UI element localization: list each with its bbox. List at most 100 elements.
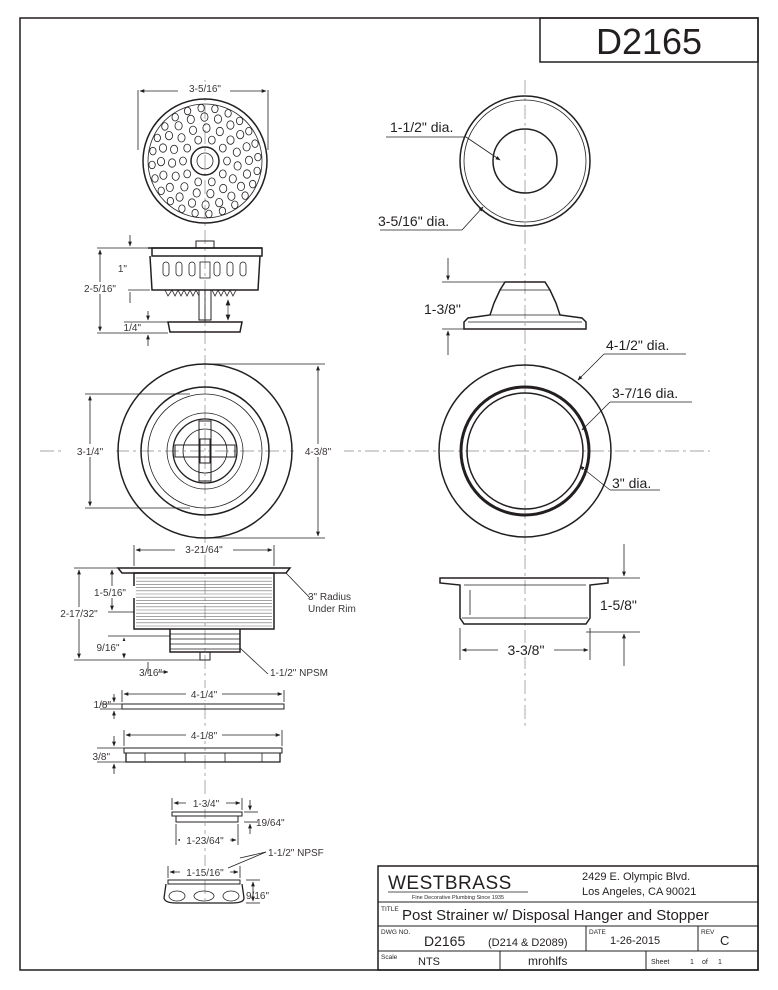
dim-flange: 3-1/4" 4-3/8" <box>62 363 344 539</box>
label-radius-note-2: Under Rim <box>308 604 356 615</box>
strainer-hole <box>206 189 215 199</box>
strainer-body-side-view <box>116 567 292 661</box>
disposal-flange-top-view: 4-1/2" dia. 3-7/16 dia. 3" dia. <box>438 337 692 538</box>
strainer-hole <box>197 103 205 113</box>
strainer-hole <box>202 123 211 133</box>
address-line-2: Los Angeles, CA 90021 <box>582 886 696 898</box>
drawing-title: Post Strainer w/ Disposal Hanger and Sto… <box>402 907 709 924</box>
scale-value: NTS <box>418 956 440 968</box>
header-box: D2165 <box>539 17 759 63</box>
basket-side-view <box>148 240 263 333</box>
strainer-hole <box>218 206 226 216</box>
label-flange-od: 4-3/8" <box>305 447 332 458</box>
strainer-hole <box>233 161 242 171</box>
strainer-hole <box>215 126 224 137</box>
label-nut-width: 1-3/4" <box>193 799 220 810</box>
strainer-hole <box>192 188 201 198</box>
body-threads <box>136 577 272 627</box>
label-stopper-gap: 1/4" <box>124 323 142 334</box>
drawn-by: mrohlfs <box>528 954 567 968</box>
title-label: TITLE <box>381 906 399 913</box>
npsm-threads <box>170 633 240 650</box>
strainer-hole <box>245 126 253 136</box>
strainer-hole <box>241 191 249 200</box>
stopper-side-view: 1-3/8" <box>424 258 587 355</box>
label-nut-thread-spec: 1-1/2" NPSF <box>268 848 324 859</box>
title-block: WESTBRASS Fine Decorative Plumbing Since… <box>377 865 759 971</box>
strainer-hole <box>208 177 216 187</box>
strainer-hole <box>175 192 184 202</box>
strainer-hole <box>253 166 261 176</box>
dim-basket: 1" 2-5/16" 1/4" <box>72 235 168 346</box>
label-washer-width: 4-1/8" <box>191 731 218 742</box>
strainer-hole <box>164 131 173 141</box>
strainer-hole <box>183 143 192 153</box>
center-lines <box>40 80 710 900</box>
strainer-hole <box>201 200 210 210</box>
rev-value: C <box>720 933 729 948</box>
label-lock-nut-width: 1-15/16" <box>186 868 224 879</box>
strainer-hole <box>165 182 174 192</box>
label-stopper-outer-dia: 3-5/16" dia. <box>378 213 449 229</box>
strainer-hole <box>180 182 189 192</box>
strainer-hole <box>228 174 237 184</box>
strainer-hole <box>205 209 213 219</box>
strainer-hole <box>219 183 228 194</box>
label-body-total-height: 2-17/32" <box>60 609 98 620</box>
strainer-hole <box>200 112 209 122</box>
strainer-hole <box>186 114 195 125</box>
address-line-1: 2429 E. Olympic Blvd. <box>582 871 690 883</box>
label-radius-note-1: 3" Radius <box>308 592 351 603</box>
strainer-hole <box>168 158 177 168</box>
label-body-lower-height: 9/16" <box>96 643 119 654</box>
label-strainer-top-width: 3-5/16" <box>189 84 221 95</box>
scale-label: Scale <box>381 954 398 961</box>
strainer-hole <box>178 204 186 213</box>
sheet-total: 1 <box>718 959 722 966</box>
strainer-hole <box>242 169 251 179</box>
strainer-hole <box>191 208 199 218</box>
strainer-hole <box>194 135 203 145</box>
strainer-hole <box>171 171 180 181</box>
dim-strainer-top-width: 3-5/16" <box>137 82 269 150</box>
lock-nut-side-view: 1-15/16" 1-1/2" NPSF 9/16" <box>163 848 324 904</box>
company-logo-text: WESTBRASS <box>388 873 512 894</box>
label-stopper-height: 1-3/8" <box>424 301 461 317</box>
rev-label: REV <box>701 929 715 936</box>
related-drawings: (D214 & D2089) <box>488 937 568 949</box>
company-tagline: Fine Decorative Plumbing Since 1935 <box>412 895 504 901</box>
strainer-hole <box>236 116 244 126</box>
strainer-hole <box>177 133 186 143</box>
strainer-hole <box>159 170 168 180</box>
strainer-hole <box>224 109 232 118</box>
dwg-no-label: DWG NO. <box>381 929 410 936</box>
strainer-hole <box>219 169 227 179</box>
label-body-upper-height: 1-5/16" <box>94 588 126 599</box>
strainer-hole <box>161 122 169 131</box>
strainer-hole <box>226 120 235 130</box>
label-hub-height: 1-5/8" <box>600 597 637 613</box>
label-nut-height: 19/64" <box>256 818 285 829</box>
sheet-number: 1 <box>690 959 694 966</box>
basket-slots <box>162 261 247 279</box>
strainer-hole <box>158 143 167 153</box>
date-value: 1-26-2015 <box>610 935 660 947</box>
disposal-hub-side-view: 1-5/8" 3-3/8" <box>439 544 640 666</box>
strainer-hole <box>232 147 241 157</box>
label-flange-width: 3-1/4" <box>77 447 104 458</box>
label-washer-height: 3/8" <box>93 752 111 763</box>
strainer-hole <box>211 104 219 114</box>
strainer-hole <box>236 181 245 191</box>
label-body-width: 3-21/64" <box>185 545 223 556</box>
dim-strainer-body: 3-21/64" 1-5/16" 2-17/32" 9/16" 3" Radiu… <box>54 543 356 679</box>
strainer-hole <box>236 130 245 140</box>
strainer-hole <box>223 156 231 166</box>
sheet-label: Sheet <box>651 959 669 966</box>
dwg-no-value: D2165 <box>424 933 465 949</box>
strainer-hole <box>231 200 239 209</box>
strainer-hole <box>151 174 159 183</box>
sheet-border <box>19 17 759 971</box>
strainer-hole <box>174 121 183 131</box>
strainer-hole <box>213 114 222 124</box>
